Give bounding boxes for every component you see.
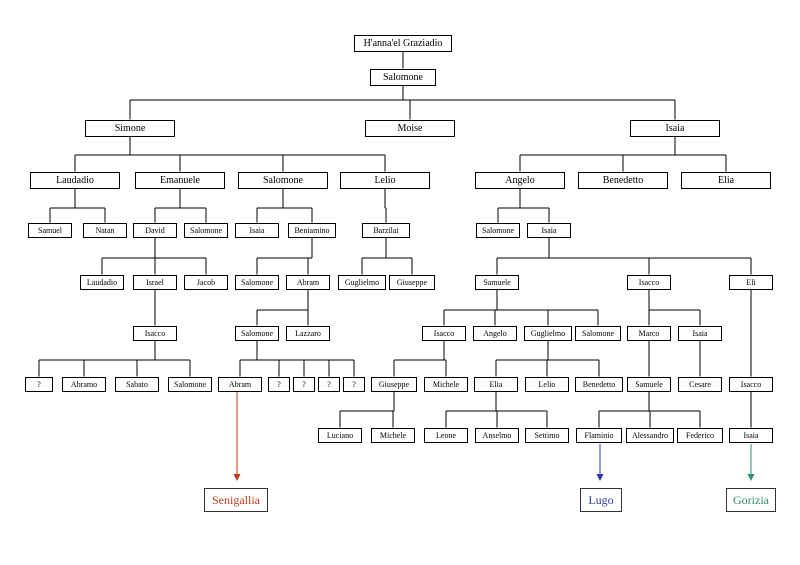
person-box-barzilai4: Barzilai <box>362 222 410 238</box>
person-box-isaia6: Isaia <box>678 325 722 341</box>
person-box-lelio7: Lelio <box>525 376 569 392</box>
person-box-lazzaro6: Lazzaro <box>286 325 330 341</box>
person-box-isacco5: Isacco <box>627 274 671 290</box>
person-box-lelio3: Lelio <box>340 171 430 189</box>
person-box-isacco6b: Isacco <box>422 325 466 341</box>
person-box-beniamino4: Beniamino <box>288 222 336 238</box>
person-box-luciano8: Luciano <box>318 427 362 443</box>
city-box-gorizia: Gorizia <box>726 488 776 512</box>
person-box-emanuele3: Emanuele <box>135 171 225 189</box>
person-box-g0: H'anna'el Graziadio <box>354 34 452 52</box>
person-box-elia3: Elia <box>681 171 771 189</box>
city-box-lugo: Lugo <box>580 488 622 512</box>
person-box-samuele7: Samuele <box>627 376 671 392</box>
person-box-abram7: Abram <box>218 376 262 392</box>
person-box-salomone5: Salomone <box>235 274 279 290</box>
person-box-salomone7: Salomone <box>168 376 212 392</box>
person-box-natan4: Natan <box>83 222 127 238</box>
person-box-isacco6a: Isacco <box>133 325 177 341</box>
person-box-salomone6b: Salomone <box>575 325 621 341</box>
person-box-federico8: Federico <box>677 427 723 443</box>
person-box-isaia8: Isaia <box>729 427 773 443</box>
person-box-q7d: ? <box>318 376 340 392</box>
person-box-isaia2: Isaia <box>630 119 720 137</box>
person-box-anselmo8: Anselmo <box>475 427 519 443</box>
person-box-marco6: Marco <box>627 325 671 341</box>
person-box-michele7: Michele <box>424 376 468 392</box>
person-box-benedetto7: Benedetto <box>575 376 623 392</box>
person-box-samuele5: Samuele <box>475 274 519 290</box>
person-box-moise: Moise <box>365 119 455 137</box>
person-box-sabato7: Sabato <box>115 376 159 392</box>
person-box-isaia4b: Isaia <box>527 222 571 238</box>
person-box-flaminio8: Flaminio <box>576 427 622 443</box>
city-box-senigallia: Senigallia <box>204 488 268 512</box>
person-box-isaia4: Isaia <box>235 222 279 238</box>
person-box-salomone4b: Salomone <box>476 222 520 238</box>
person-box-israel5: Israel <box>133 274 177 290</box>
migration-arrow-head <box>596 474 604 481</box>
person-box-simone: Simone <box>85 119 175 137</box>
person-box-eli5: Eli <box>729 274 773 290</box>
person-box-leone8: Leone <box>424 427 468 443</box>
person-box-q7c: ? <box>293 376 315 392</box>
person-box-abram5: Abram <box>286 274 330 290</box>
person-box-isacco7: Isacco <box>729 376 773 392</box>
person-box-g1: Salomone <box>370 68 436 86</box>
person-box-giuseppe7: Giuseppe <box>371 376 417 392</box>
person-box-salomone3: Salomone <box>238 171 328 189</box>
person-box-alessandro8: Alessandro <box>626 427 674 443</box>
person-box-cesare7: Cesare <box>678 376 722 392</box>
person-box-salomone6: Salomone <box>235 325 279 341</box>
person-box-q7e: ? <box>343 376 365 392</box>
person-box-benedetto3: Benedetto <box>578 171 668 189</box>
person-box-guglielmo5: Guglielmo <box>338 274 386 290</box>
person-box-david4: David <box>133 222 177 238</box>
person-box-angelo3: Angelo <box>475 171 565 189</box>
person-box-guglielmo6: Guglielmo <box>524 325 572 341</box>
person-box-q7b: ? <box>268 376 290 392</box>
person-box-salomone4a: Salomone <box>184 222 228 238</box>
person-box-giuseppe5: Giuseppe <box>389 274 435 290</box>
person-box-abramo7: Abramo <box>62 376 106 392</box>
migration-arrow-head <box>747 474 755 481</box>
person-box-jacob5: Jacob <box>184 274 228 290</box>
person-box-elia7: Elia <box>474 376 518 392</box>
migration-arrow-head <box>233 474 241 481</box>
person-box-q7a: ? <box>25 376 53 392</box>
person-box-angelo6: Angelo <box>473 325 517 341</box>
person-box-laudadio5: Laudadio <box>80 274 124 290</box>
person-box-samuel4: Samuel <box>28 222 72 238</box>
person-box-michele8: Michele <box>371 427 415 443</box>
person-box-laudadio3: Laudadio <box>30 171 120 189</box>
person-box-settimo8: Settimo <box>525 427 569 443</box>
